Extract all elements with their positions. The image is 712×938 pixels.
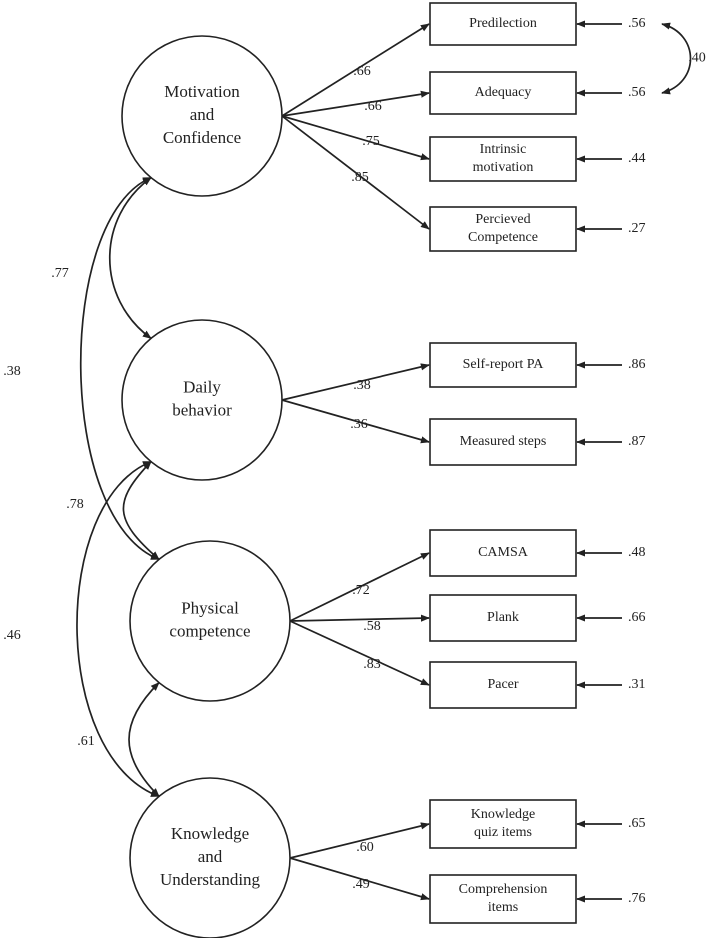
error-value-comp: .76: [628, 891, 646, 906]
loading-value-perc: .85: [351, 170, 369, 185]
loading-value-camsa: .72: [352, 583, 370, 598]
indicator-pred-label: Predilection: [469, 16, 537, 31]
loading-arrow-camsa: [289, 552, 430, 622]
correlation-mc-pc-arrow: [79, 176, 160, 561]
loading-arrow-comp: [289, 857, 430, 901]
error-value-camsa: .48: [628, 545, 646, 560]
indicator-srpa-box: [429, 342, 577, 388]
indicator-camsa-box: [429, 529, 577, 577]
loading-value-pacer: .83: [363, 657, 381, 672]
loading-value-plank: .58: [363, 619, 381, 634]
correlation-db-pc-value: .78: [66, 497, 84, 512]
loading-arrow-pred: [281, 23, 430, 117]
indicator-quiz-label: Knowledge: [471, 807, 536, 822]
loading-value-adeq: .66: [364, 99, 382, 114]
factor-ku-label: Understanding: [160, 870, 261, 889]
loading-value-comp: .49: [352, 877, 370, 892]
loading-arrow-plank: [289, 614, 430, 622]
indicator-perc-label: Percieved: [475, 212, 530, 227]
error-value-adeq: .56: [628, 85, 646, 100]
indicator-pacer-label: Pacer: [487, 677, 518, 692]
loading-value-steps: .36: [350, 417, 368, 432]
error-covariance-pred-adeq-arrow: [661, 22, 692, 95]
indicator-srpa-label: Self-report PA: [463, 357, 545, 372]
loading-arrow-intr: [281, 115, 430, 161]
indicator-steps-box: [429, 418, 577, 466]
loading-arrow-pacer: [289, 620, 430, 686]
correlation-pc-ku-value: .61: [77, 734, 95, 749]
loading-arrow-adeq: [281, 90, 430, 117]
error-value-pred: .56: [628, 16, 646, 31]
correlation-mc-db-arrow: [109, 176, 152, 340]
factor-pc-label: competence: [169, 621, 250, 640]
correlation-pc-ku-arrow: [128, 682, 160, 797]
indicator-intr-box: [429, 136, 577, 182]
error-value-steps: .87: [628, 434, 646, 449]
indicator-quiz-box: [429, 799, 577, 849]
loading-arrow-srpa: [281, 363, 430, 401]
error-value-perc: .27: [628, 221, 646, 236]
indicator-plank-box: [429, 594, 577, 642]
indicator-adeq-box: [429, 71, 577, 115]
indicator-quiz-label: quiz items: [474, 825, 532, 840]
factor-mc-label: Confidence: [163, 128, 241, 147]
factor-mc-label: Motivation: [164, 82, 240, 101]
error-value-srpa: .86: [628, 357, 646, 372]
error-value-pacer: .31: [628, 677, 646, 692]
indicator-pacer-box: [429, 661, 577, 709]
indicator-intr-label: motivation: [473, 160, 534, 175]
indicator-perc-box: [429, 206, 577, 252]
correlation-mc-pc-value: .38: [3, 364, 21, 379]
factor-db-label: Daily: [183, 377, 221, 396]
factor-mc-label: and: [190, 105, 215, 124]
loading-value-intr: .75: [362, 134, 380, 149]
indicator-pred-box: [429, 2, 577, 46]
error-value-plank: .66: [628, 610, 646, 625]
indicator-comp-box: [429, 874, 577, 924]
loading-arrow-steps: [281, 399, 430, 444]
indicator-adeq-label: Adequacy: [475, 85, 532, 100]
loading-arrow-quiz: [289, 822, 430, 859]
indicator-comp-label: Comprehension: [459, 882, 548, 897]
correlation-db-ku-value: .46: [3, 628, 21, 643]
factor-pc-label: Physical: [181, 598, 239, 617]
loading-value-quiz: .60: [356, 840, 374, 855]
indicator-plank-label: Plank: [487, 610, 519, 625]
error-covariance-pred-adeq-value: .40: [688, 51, 706, 66]
factor-ku-label: and: [198, 847, 223, 866]
correlation-mc-db-value: .77: [51, 266, 69, 281]
loading-value-srpa: .38: [353, 378, 371, 393]
indicator-steps-label: Measured steps: [460, 434, 547, 449]
loading-value-pred: .66: [353, 64, 371, 79]
loading-arrow-perc: [281, 115, 430, 230]
correlation-db-pc-arrow: [122, 460, 160, 561]
error-value-intr: .44: [628, 151, 646, 166]
indicator-camsa-label: CAMSA: [478, 545, 529, 560]
correlation-db-ku-arrow: [76, 460, 160, 798]
error-value-quiz: .65: [628, 816, 646, 831]
indicator-perc-label: Competence: [468, 230, 538, 245]
indicator-intr-label: Intrinsic: [480, 142, 527, 157]
factor-ku-label: Knowledge: [171, 824, 249, 843]
indicator-comp-label: items: [488, 900, 518, 915]
factor-db-label: behavior: [172, 400, 232, 419]
